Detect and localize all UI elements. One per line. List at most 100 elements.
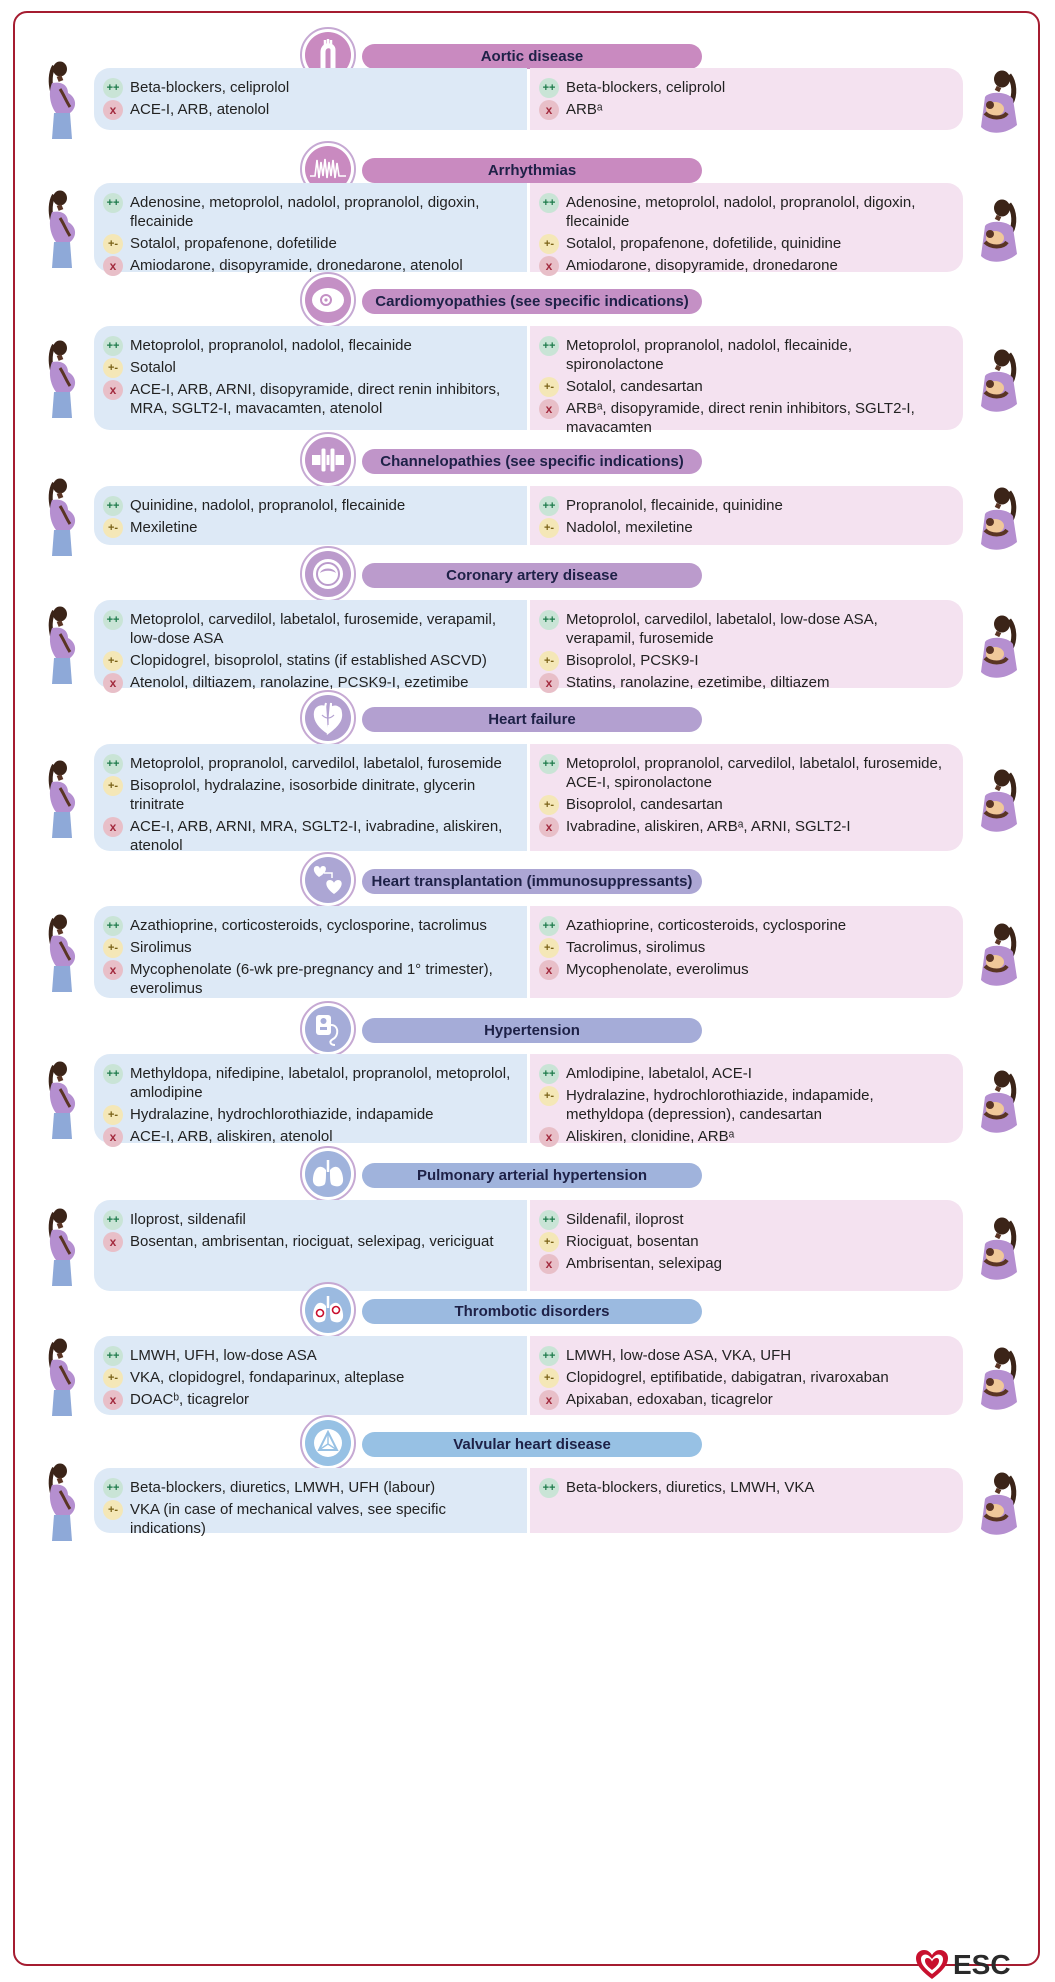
drug-list-item: +-Sotalol [103,358,511,378]
drug-list-text: Metoprolol, propranolol, nadolol, flecai… [130,337,412,354]
drug-list-text: Ivabradine, aliskiren, ARBᵃ, ARNI, SGLT2… [566,818,851,835]
drug-list-text: Amlodipine, labetalol, ACE-I [566,1065,752,1082]
drug-list-item: +-VKA, clopidogrel, fondaparinux, altepl… [103,1368,511,1388]
pregnant-woman-icon [38,1061,88,1141]
contraindicated-badge: x [103,1390,123,1410]
drug-list-text: Mycophenolate, everolimus [566,961,749,978]
drug-list-item: ++Beta-blockers, celiprolol [539,78,947,98]
recommended-badge: ++ [103,1064,123,1084]
section-icon-circle [300,690,356,746]
contraindicated-badge: x [539,399,559,419]
drug-list-text: ACE-I, ARB, aliskiren, atenolol [130,1128,333,1145]
lungs-icon [305,1151,351,1197]
drug-list-text: Mycophenolate (6-wk pre-pregnancy and 1°… [130,961,493,997]
section-header: Thrombotic disorders [300,1282,710,1342]
recommended-badge: ++ [103,610,123,630]
contraindicated-badge: x [539,100,559,120]
recommended-badge: ++ [103,78,123,98]
drug-list-text: ACE-I, ARB, ARNI, MRA, SGLT2-I, ivabradi… [130,818,503,854]
drug-list-text: Beta-blockers, diuretics, LMWH, UFH (lab… [130,1479,436,1496]
pregnancy-column: ++ Quinidine, nadolol, propranolol, fleca… [94,486,527,545]
recommended-badge: ++ [103,754,123,774]
drug-list-text: Beta-blockers, diuretics, LMWH, VKA [566,1479,815,1496]
heart-icon [305,695,351,741]
pregnancy-column: ++Methyldopa, nifedipine, labetalol, pro… [94,1054,527,1147]
pregnant-woman-icon [38,340,88,420]
section-header: Aortic disease [300,27,710,87]
drug-list-item: ++Adenosine, metoprolol, nadolol, propra… [539,193,947,231]
recommended-badge: ++ [539,496,559,516]
contraindicated-badge: x [103,1127,123,1147]
drug-list-text: DOACᵇ, ticagrelor [130,1391,250,1408]
drug-list-text: Bisoprolol, candesartan [566,796,723,813]
section-row: ++ Metoprolol, propranolol, carvedilol, l… [94,744,967,854]
drug-list-text: Ambrisentan, selexipag [566,1255,722,1272]
drug-list-text: Quinidine, nadolol, propranolol, flecain… [130,497,406,514]
drug-list-text: Beta-blockers, celiprolol [566,79,726,96]
drug-list-item: +-Tacrolimus, sirolimus [539,938,947,958]
recommended-badge: ++ [103,193,123,213]
breastfeeding-woman-icon [975,614,1025,694]
contraindicated-badge: x [539,817,559,837]
section-title: Valvular heart disease [362,1432,702,1457]
section-icon-circle [300,432,356,488]
contraindicated-badge: x [103,100,123,120]
breastfeeding-column: ++Metoprolol, propranolol, carvedilol, l… [530,744,963,851]
drug-list-item: +-Sirolimus [103,938,511,958]
drug-list-item: ++Metoprolol, carvedilol, labetalol, low… [539,610,947,648]
caution-badge: +- [103,776,123,796]
drug-list-item: ++Azathioprine, corticosteroids, cyclosp… [539,916,947,936]
drug-list-text: Metoprolol, propranolol, carvedilol, lab… [130,755,502,772]
drug-list-text: Metoprolol, propranolol, nadolol, flecai… [566,337,853,373]
section-row: ++LMWH, UFH, low-dose ASA+-VKA, clopidog… [94,1336,967,1415]
breastfeeding-woman-icon [975,348,1025,428]
drug-list-text: ARBᵃ [566,101,603,118]
esc-logo-text: ESC [953,1949,1011,1980]
contraindicated-badge: x [539,960,559,980]
drug-list-text: Azathioprine, corticosteroids, cyclospor… [566,917,847,934]
section-row: ++ Quinidine, nadolol, propranolol, fleca… [94,486,967,545]
drug-list-text: LMWH, low-dose ASA, VKA, UFH [566,1347,792,1364]
recommended-badge: ++ [103,916,123,936]
contraindicated-badge: x [539,1390,559,1410]
drug-list-item: ++Beta-blockers, diuretics, LMWH, UFH (l… [103,1478,511,1498]
caution-badge: +- [103,1500,123,1520]
recommended-badge: ++ [103,496,123,516]
recommended-badge: ++ [539,193,559,213]
caution-badge: +- [103,938,123,958]
contraindicated-badge: x [539,1254,559,1274]
drug-list-item: x Mycophenolate, everolimus [539,960,947,980]
caution-badge: +- [103,1368,123,1388]
section-title: Aortic disease [362,44,702,69]
breastfeeding-column: ++Adenosine, metoprolol, nadolol, propra… [530,183,963,276]
section-title: Cardiomyopathies (see specific indicatio… [362,289,702,314]
heart-logo-icon [916,1950,948,1979]
drug-list-text: Clopidogrel, eptifibatide, dabigatran, r… [566,1369,889,1386]
section-icon-circle [300,1282,356,1338]
breastfeeding-column: ++Metoprolol, carvedilol, labetalol, low… [530,600,963,693]
section-header: Coronary artery disease [300,546,710,606]
drug-list-text: Iloprost, sildenafil [130,1211,246,1228]
breastfeeding-woman-icon [975,1346,1025,1426]
recommended-badge: ++ [539,610,559,630]
section-row: ++Metoprolol, propranolol, nadolol, flec… [94,326,967,436]
section-title: Heart failure [362,707,702,732]
blood-pressure-icon [305,1006,351,1052]
recommended-badge: ++ [103,1346,123,1366]
drug-list-item: +-Sotalol, propafenone, dofetilide, quin… [539,234,947,254]
caution-badge: +- [539,1368,559,1388]
drug-list-text: Bisoprolol, PCSK9-I [566,652,699,669]
esc-logo: ESC [915,1948,1011,1982]
section-icon-circle [300,546,356,602]
section-title: Pulmonary arterial hypertension [362,1163,702,1188]
caution-badge: +- [539,1086,559,1106]
drug-list-text: Apixaban, edoxaban, ticagrelor [566,1391,773,1408]
drug-list-item: ++Methyldopa, nifedipine, labetalol, pro… [103,1064,511,1102]
pregnant-woman-icon [38,1338,88,1418]
